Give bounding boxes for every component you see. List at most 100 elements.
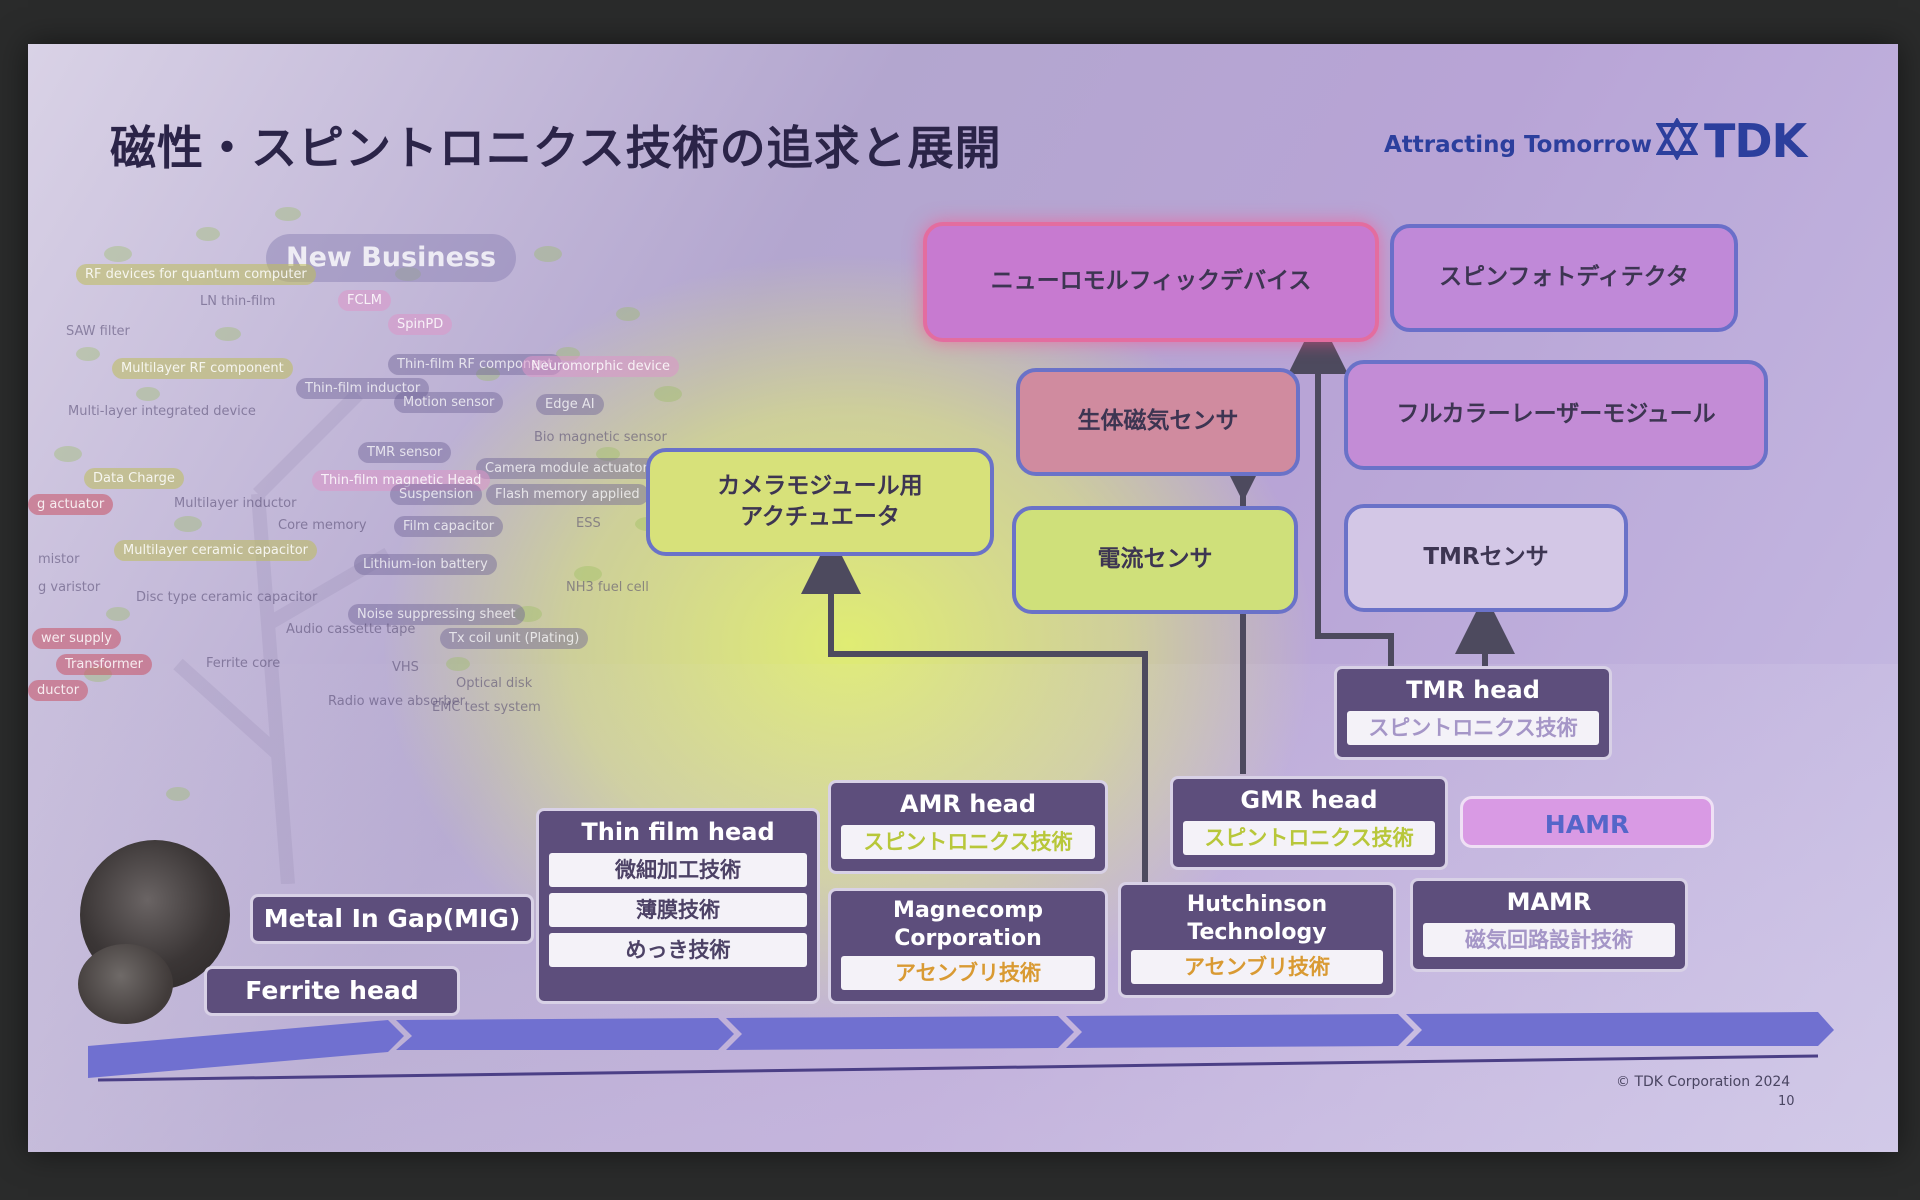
hutchinson-line1: Hutchinson xyxy=(1186,892,1328,917)
tree-item: Transformer xyxy=(56,654,153,675)
tree-item: SpinPD xyxy=(388,314,453,335)
neuromorphic-device-label: ニューロモルフィックデバイス xyxy=(990,268,1312,295)
slide-title: 磁性・スピントロニクス技術の追求と展開 xyxy=(110,121,1002,175)
tree-item: Multi-layer integrated device xyxy=(68,404,256,419)
tree-item: RF devices for quantum computer xyxy=(76,264,316,285)
camera-actuator-line1: カメラモジュール用 xyxy=(717,472,923,499)
timeline-baseline xyxy=(97,1054,1819,1082)
current-sensor-box: 電流センサ xyxy=(1012,506,1298,614)
tree-item: Thin-film RF component xyxy=(388,354,562,375)
tmr-head-label: TMR head xyxy=(1406,676,1540,704)
tree-item: SAW filter xyxy=(66,324,130,339)
tree-item: Radio wave absorber xyxy=(328,694,465,709)
timeline-arrow xyxy=(88,1012,1834,1082)
tmr-head-tech: スピントロニクス技術 xyxy=(1347,711,1599,745)
mamr-box: MAMR 磁気回路設計技術 xyxy=(1410,878,1688,972)
tree-item: Flash memory applied xyxy=(486,484,649,505)
tree-item: LN thin-film xyxy=(200,294,276,309)
presentation-screen: 磁性・スピントロニクス技術の追求と展開 Attracting Tomorrow … xyxy=(28,44,1898,1152)
tree-item: ESS xyxy=(576,516,601,531)
tree-item: g actuator xyxy=(28,494,114,515)
tree-item: Multilayer RF component xyxy=(112,358,293,379)
tmr-sensor-label: TMRセンサ xyxy=(1423,544,1549,571)
hutchinson-tech: アセンブリ技術 xyxy=(1131,950,1383,984)
tmr-head-box: TMR head スピントロニクス技術 xyxy=(1334,666,1612,760)
tree-item: Core memory xyxy=(278,518,367,533)
timeline-segment-2 xyxy=(396,1018,734,1050)
tree-item: Thin-film magnetic Head xyxy=(312,470,491,491)
camera-actuator-line2: アクチュエータ xyxy=(740,504,900,530)
camera-actuator-box: カメラモジュール用 アクチュエータ xyxy=(646,448,994,556)
tree-item: Lithium-ion battery xyxy=(354,554,497,575)
thin-film-tech-1: 微細加工技術 xyxy=(549,853,807,887)
gmr-head-tech: スピントロニクス技術 xyxy=(1183,821,1435,855)
tree-item: ductor xyxy=(28,680,89,701)
thin-film-tech-3: めっき技術 xyxy=(549,933,807,967)
tmr-sensor-box: TMRセンサ xyxy=(1344,504,1628,612)
tree-item: Data Charge xyxy=(84,468,184,489)
camera-actuator-label: カメラモジュール用 アクチュエータ xyxy=(717,471,922,533)
tree-item: wer supply xyxy=(32,628,121,649)
hutchinson-box: Hutchinson Technology アセンブリ技術 xyxy=(1118,882,1396,998)
current-sensor-label: 電流センサ xyxy=(1097,546,1213,573)
tree-item: Film capacitor xyxy=(394,516,504,537)
tree-item: VHS xyxy=(392,660,419,675)
tree-item: Multilayer ceramic capacitor xyxy=(114,540,318,561)
tree-item: Camera module actuator xyxy=(476,458,657,479)
timeline-segment-3 xyxy=(726,1016,1074,1050)
full-color-laser-module-label: フルカラーレーザーモジュール xyxy=(1396,401,1716,428)
tree-item: mistor xyxy=(38,552,80,567)
logo-text: TDK xyxy=(1704,114,1807,168)
tree-item: EMC test system xyxy=(432,700,541,715)
tree-item: Edge AI xyxy=(536,394,604,415)
mig-head-box: Metal In Gap(MIG) xyxy=(250,894,534,944)
mamr-tech: 磁気回路設計技術 xyxy=(1423,923,1675,957)
magnecomp-tech: アセンブリ技術 xyxy=(841,956,1095,990)
hutchinson-line2: Technology xyxy=(1187,919,1327,945)
tree-item: Suspension xyxy=(390,484,483,505)
tree-item: Noise suppressing sheet xyxy=(348,604,525,625)
full-color-laser-module-box: フルカラーレーザーモジュール xyxy=(1344,360,1768,470)
tree-item: Audio cassette tape xyxy=(286,622,416,637)
neuromorphic-device-box: ニューロモルフィックデバイス xyxy=(923,222,1379,342)
amr-head-label: AMR head xyxy=(899,790,1037,818)
page-number: 10 xyxy=(1778,1094,1795,1109)
tree-item: Optical disk xyxy=(456,676,533,691)
tree-item: Multilayer inductor xyxy=(174,496,297,511)
amr-head-tech: スピントロニクス技術 xyxy=(841,825,1095,859)
tagline: Attracting Tomorrow xyxy=(1384,132,1652,158)
ferrite-head-box: Ferrite head xyxy=(204,966,460,1016)
tree-item: Neuromorphic device xyxy=(522,356,680,377)
tree-item: Ferrite core xyxy=(206,656,281,671)
bio-magnetic-sensor-label: 生体磁気センサ xyxy=(1077,408,1239,435)
magnecomp-line1: Magnecomp xyxy=(893,898,1043,923)
tdk-emblem-icon xyxy=(1655,116,1699,164)
timeline-segment-5 xyxy=(1406,1012,1834,1046)
thin-film-head-box: Thin film head 微細加工技術 薄膜技術 めっき技術 xyxy=(536,808,820,1004)
amr-head-box: AMR head スピントロニクス技術 xyxy=(828,780,1108,874)
tree-item: NH3 fuel cell xyxy=(566,580,649,595)
tree-item: FCLM xyxy=(338,290,392,311)
tree-item: Motion sensor xyxy=(394,392,504,413)
tree-item: Tx coil unit (Plating) xyxy=(440,628,589,649)
copyright: © TDK Corporation 2024 xyxy=(1616,1074,1791,1090)
tree-item: Disc type ceramic capacitor xyxy=(136,590,318,605)
ferrite-core-photo-small xyxy=(78,944,173,1024)
magnecomp-box: Magnecomp Corporation アセンブリ技術 xyxy=(828,888,1108,1004)
spin-photodetector-label: スピンフォトディテクタ xyxy=(1439,264,1689,291)
tree-item: g varistor xyxy=(38,580,101,595)
tree-item: Bio magnetic sensor xyxy=(534,430,667,445)
mamr-label: MAMR xyxy=(1506,888,1592,916)
timeline-segment-4 xyxy=(1066,1014,1414,1048)
thin-film-head-label: Thin film head xyxy=(581,818,775,846)
thin-film-tech-2: 薄膜技術 xyxy=(549,893,807,927)
new-business-bubble: New Business xyxy=(266,234,516,282)
bio-magnetic-sensor-box: 生体磁気センサ xyxy=(1016,368,1300,476)
gmr-head-label: GMR head xyxy=(1240,786,1378,814)
tree-item: TMR sensor xyxy=(358,442,452,463)
hamr-box: HAMR xyxy=(1460,796,1714,848)
magnecomp-line2: Corporation xyxy=(894,925,1042,951)
gmr-head-box: GMR head スピントロニクス技術 xyxy=(1170,776,1448,870)
tdk-logo: TDK xyxy=(1655,114,1807,168)
timeline-segment-1 xyxy=(88,1020,404,1078)
